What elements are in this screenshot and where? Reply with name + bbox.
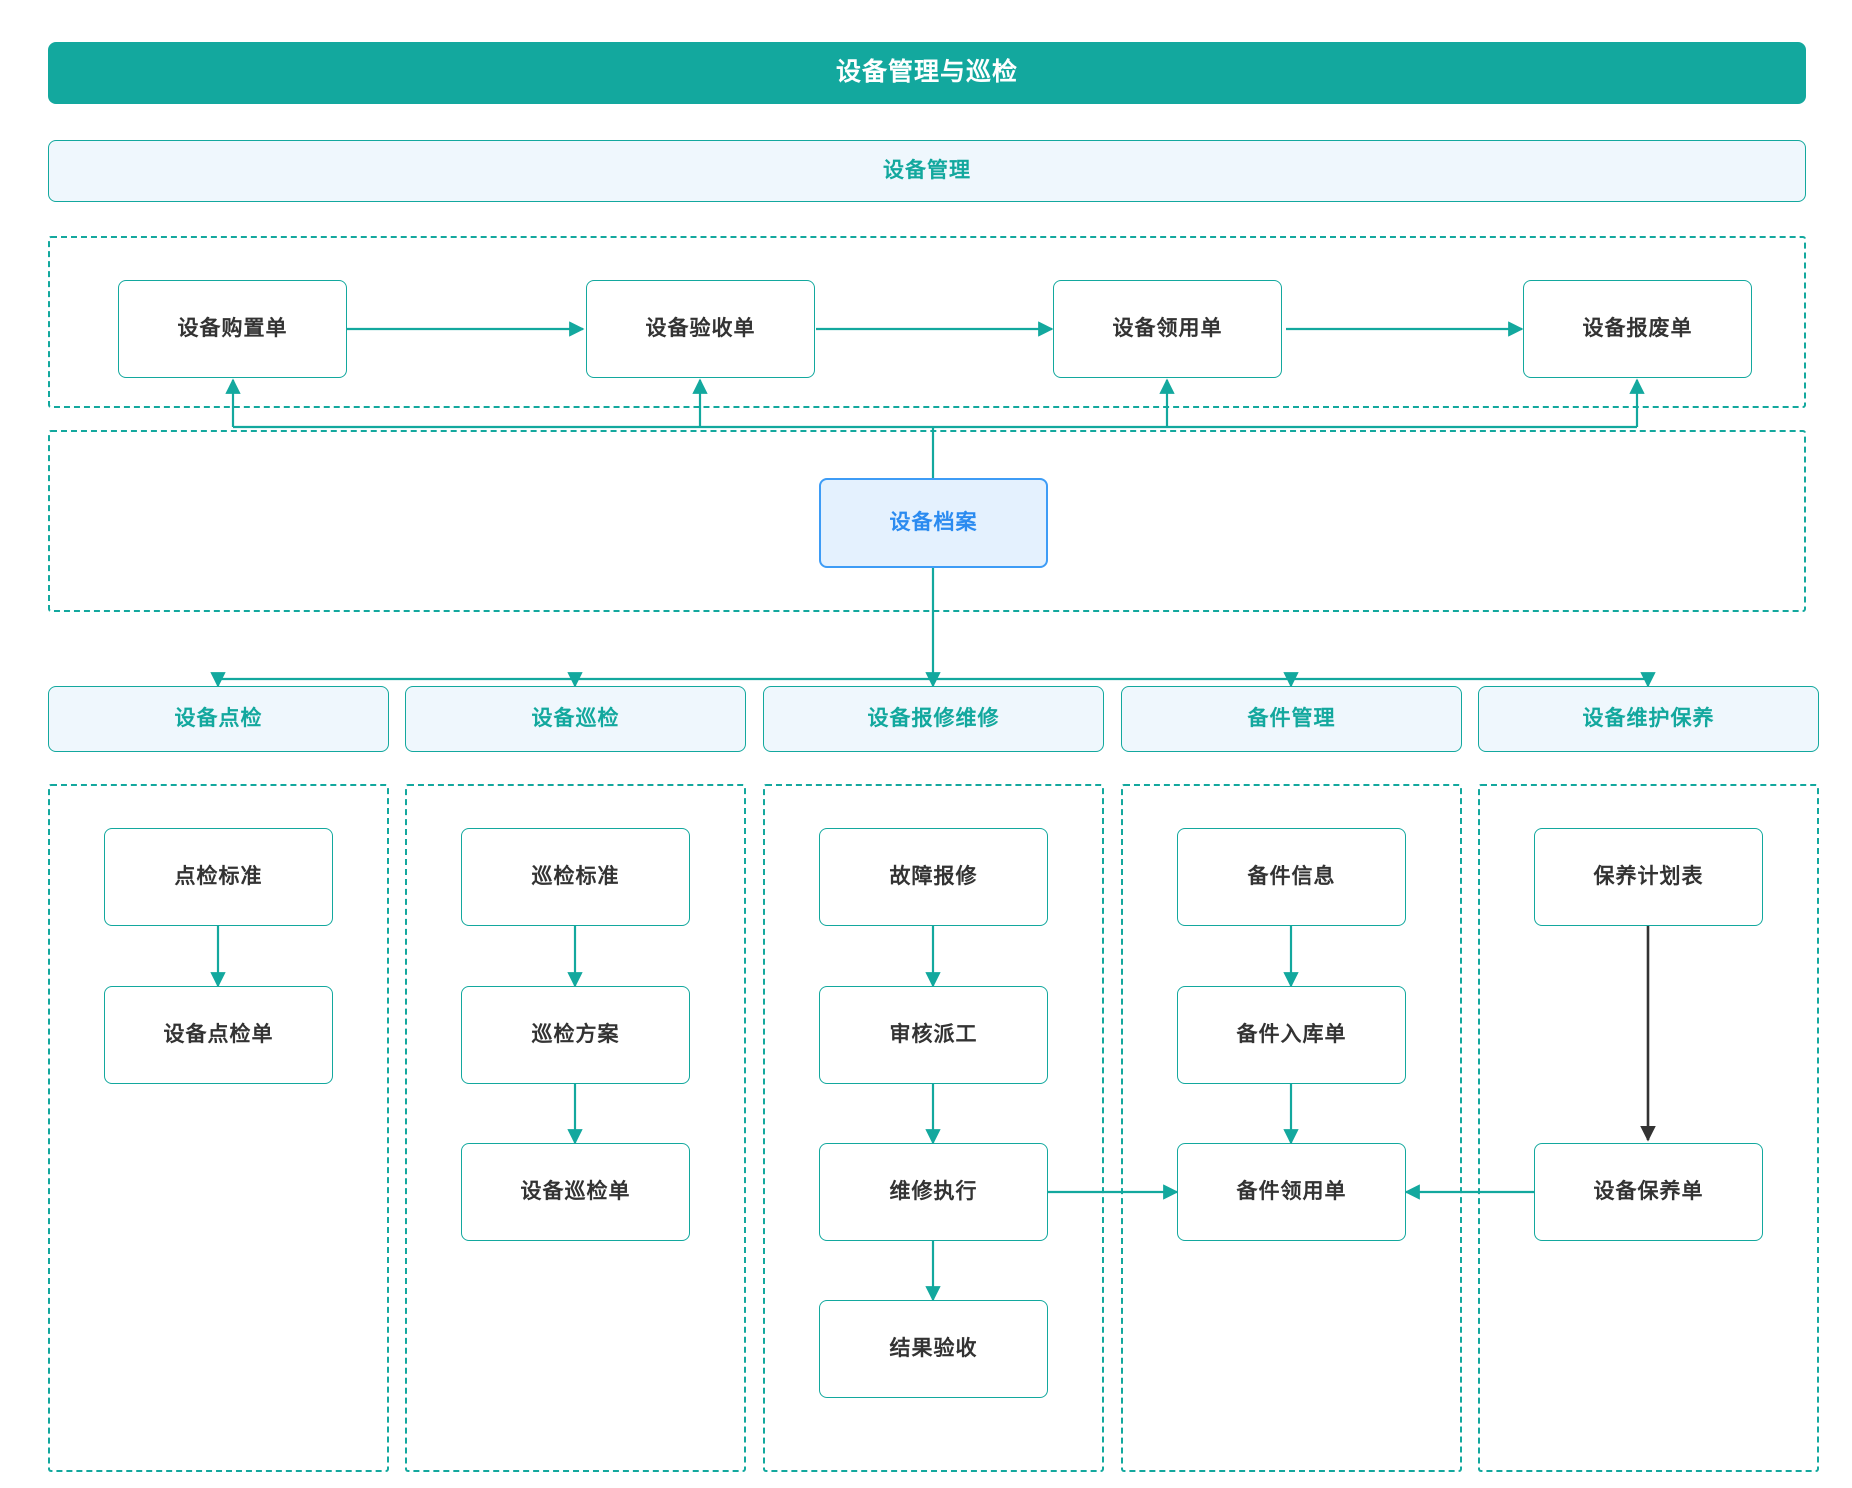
node-spot-order[interactable]: 设备点检单 <box>104 986 333 1084</box>
node-maint-plan[interactable]: 保养计划表 <box>1534 828 1763 926</box>
category-header-maintenance[interactable]: 设备维护保养 <box>1478 686 1819 752</box>
node-purchase[interactable]: 设备购置单 <box>118 280 347 378</box>
group-spot-check <box>48 784 389 1472</box>
node-spot-standard[interactable]: 点检标准 <box>104 828 333 926</box>
node-part-issue[interactable]: 备件领用单 <box>1177 1143 1406 1241</box>
group-repair <box>763 784 1104 1472</box>
node-issue[interactable]: 设备领用单 <box>1053 280 1282 378</box>
node-fault-report[interactable]: 故障报修 <box>819 828 1048 926</box>
node-patrol-standard[interactable]: 巡检标准 <box>461 828 690 926</box>
node-scrap[interactable]: 设备报废单 <box>1523 280 1752 378</box>
node-result-accept[interactable]: 结果验收 <box>819 1300 1048 1398</box>
node-part-info[interactable]: 备件信息 <box>1177 828 1406 926</box>
node-patrol-plan[interactable]: 巡检方案 <box>461 986 690 1084</box>
node-archive[interactable]: 设备档案 <box>819 478 1048 568</box>
group-spare-parts <box>1121 784 1462 1472</box>
section-header-equipment-management[interactable]: 设备管理 <box>48 140 1806 202</box>
node-repair-exec[interactable]: 维修执行 <box>819 1143 1048 1241</box>
node-part-inbound[interactable]: 备件入库单 <box>1177 986 1406 1084</box>
diagram-title: 设备管理与巡检 <box>48 42 1806 104</box>
node-review-assign[interactable]: 审核派工 <box>819 986 1048 1084</box>
group-maintenance <box>1478 784 1819 1472</box>
node-patrol-order[interactable]: 设备巡检单 <box>461 1143 690 1241</box>
category-header-repair[interactable]: 设备报修维修 <box>763 686 1104 752</box>
group-lifecycle <box>48 236 1806 408</box>
category-header-patrol[interactable]: 设备巡检 <box>405 686 746 752</box>
node-maint-order[interactable]: 设备保养单 <box>1534 1143 1763 1241</box>
category-header-spare-parts[interactable]: 备件管理 <box>1121 686 1462 752</box>
group-archive <box>48 430 1806 612</box>
node-acceptance[interactable]: 设备验收单 <box>586 280 815 378</box>
group-patrol <box>405 784 746 1472</box>
category-header-spot-check[interactable]: 设备点检 <box>48 686 389 752</box>
